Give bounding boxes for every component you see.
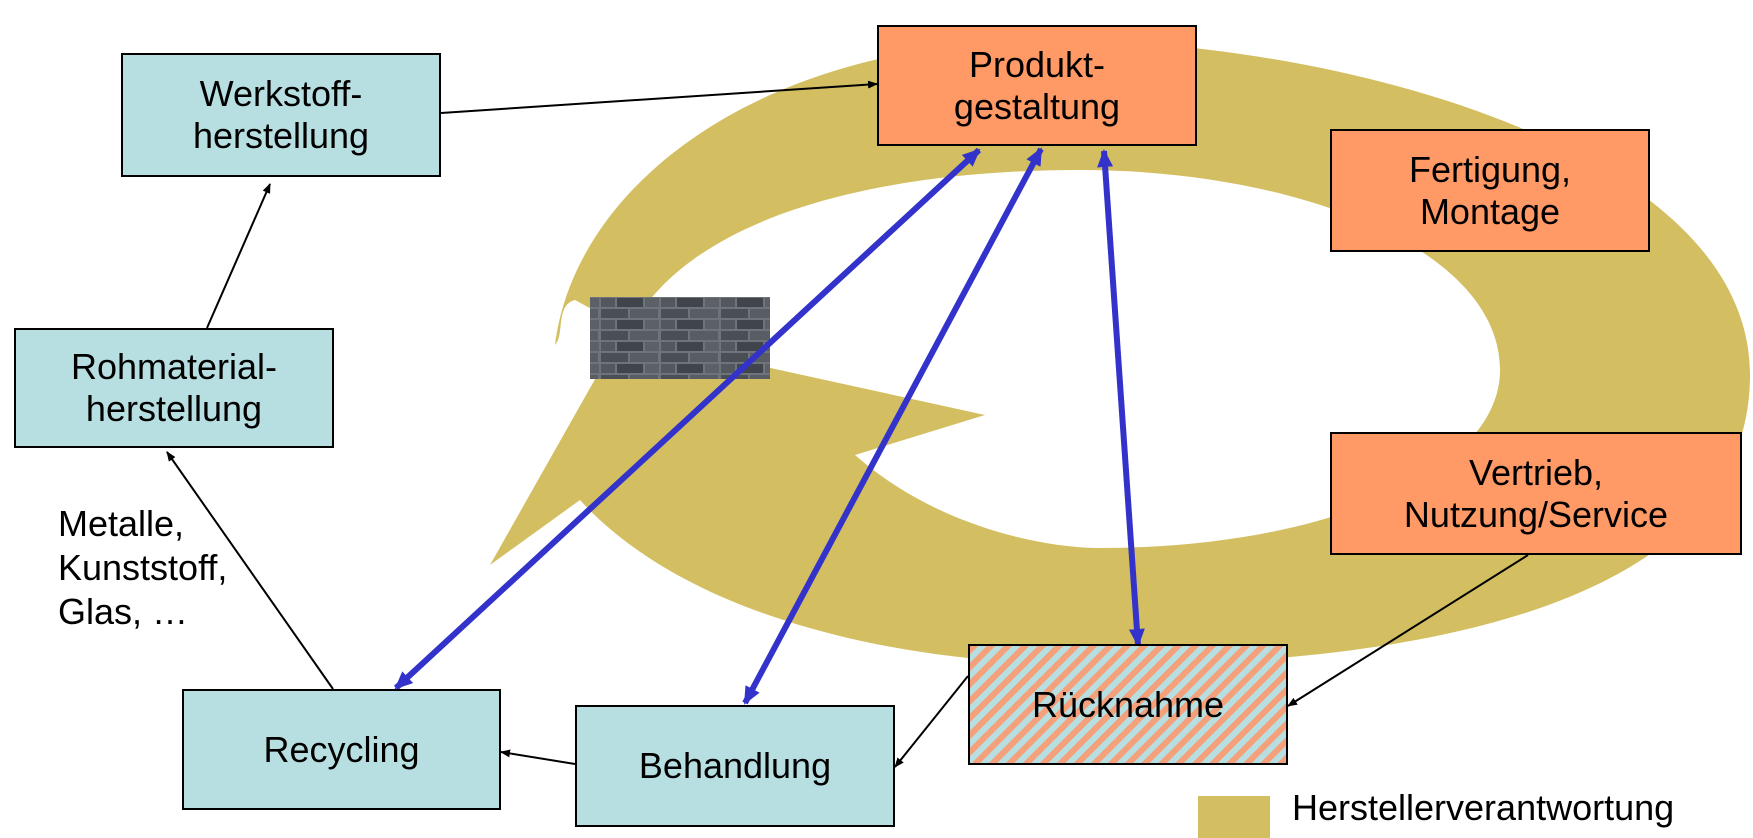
box-ruecknahme-label: Rücknahme bbox=[1031, 683, 1225, 725]
feedback-produkt-behandlung bbox=[742, 147, 1044, 705]
box-produktgestaltung-label: Produkt- gestaltung bbox=[953, 43, 1121, 127]
box-werkstoffherstellung-label: Werkstoff- herstellung bbox=[192, 73, 370, 156]
box-fertigung-montage: Fertigung, Montage bbox=[1330, 129, 1650, 252]
arrow-werkstoff-to-produkt bbox=[440, 80, 878, 114]
box-recycling: Recycling bbox=[182, 689, 501, 810]
box-vertrieb-nutzung-label: Vertrieb, Nutzung/Service bbox=[1403, 451, 1669, 535]
box-produktgestaltung: Produkt- gestaltung bbox=[877, 25, 1197, 146]
arrow-vertrieb-to-ruecknahme bbox=[1287, 554, 1529, 707]
arrow-rohmaterial-to-werkstoff bbox=[206, 183, 271, 329]
arrow-ruecknahme-to-behandlung bbox=[894, 675, 969, 768]
box-ruecknahme: Rücknahme bbox=[968, 644, 1288, 765]
legend-label: Herstellerverantwortung bbox=[1292, 787, 1675, 828]
box-behandlung-label: Behandlung bbox=[638, 745, 832, 786]
arrow-behandlung-to-recycling bbox=[500, 749, 576, 765]
arrow-recycling-to-rohmaterial bbox=[166, 451, 334, 690]
feedback-produkt-ruecknahme bbox=[1097, 149, 1145, 647]
box-vertrieb-nutzung: Vertrieb, Nutzung/Service bbox=[1330, 432, 1742, 555]
box-rohmaterialherstellung: Rohmaterial- herstellung bbox=[14, 328, 334, 448]
box-behandlung: Behandlung bbox=[575, 705, 895, 827]
box-recycling-label: Recycling bbox=[263, 728, 420, 770]
legend-swatch bbox=[1198, 796, 1270, 838]
materials-note: Metalle, Kunststoff, Glas, … bbox=[58, 503, 228, 632]
box-fertigung-montage-label: Fertigung, Montage bbox=[1408, 148, 1572, 232]
box-rohmaterialherstellung-label: Rohmaterial- herstellung bbox=[70, 346, 278, 429]
box-werkstoffherstellung: Werkstoff- herstellung bbox=[121, 53, 441, 177]
